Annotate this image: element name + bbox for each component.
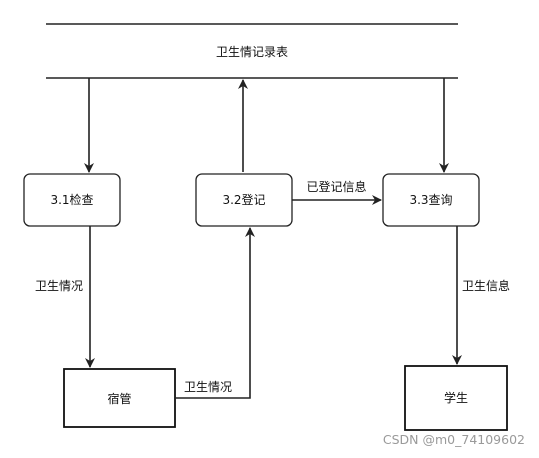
flow-3-3-to-student: 卫生信息 (452, 226, 510, 365)
process-3-3: 3.3查询 (382, 173, 480, 227)
flow-dorm-manager-to-3-2: 卫生情况 (175, 227, 255, 399)
process-3-2-label: 3.2登记 (222, 192, 265, 207)
process-3-3-box (382, 173, 480, 227)
data-store: 卫生情记录表 (46, 23, 458, 79)
process-3-1: 3.1检查 (23, 173, 121, 227)
entity-dorm-manager-label: 宿管 (107, 391, 131, 406)
flow-dorm-manager-to-3-2-label: 卫生情况 (184, 380, 232, 394)
flow-3-2-to-3-3: 已登记信息 (292, 179, 382, 205)
entity-dorm-manager-box (63, 368, 176, 428)
data-store-label: 卫生情记录表 (216, 45, 288, 59)
process-3-1-box (23, 173, 121, 227)
process-3-3-label: 3.3查询 (409, 193, 452, 207)
flow-3-1-to-dorm-manager: 卫生情况 (35, 226, 95, 368)
process-3-2: 3.2登记 (195, 173, 293, 227)
flow-3-1-to-dorm-manager-label: 卫生情况 (35, 279, 83, 293)
flow-3-2-to-3-3-label: 已登记信息 (306, 179, 366, 194)
entity-student: 学生 (404, 365, 508, 431)
flow-3-3-to-student-label: 卫生信息 (462, 278, 510, 293)
entity-student-box (404, 365, 508, 431)
flow-dorm-manager-to-3-2-line (175, 227, 255, 399)
entity-dorm-manager: 宿管 (63, 368, 176, 428)
process-3-1-label: 3.1检查 (50, 192, 93, 207)
entity-student-label: 学生 (444, 390, 468, 405)
watermark: CSDN @m0_74109602 (383, 432, 525, 447)
